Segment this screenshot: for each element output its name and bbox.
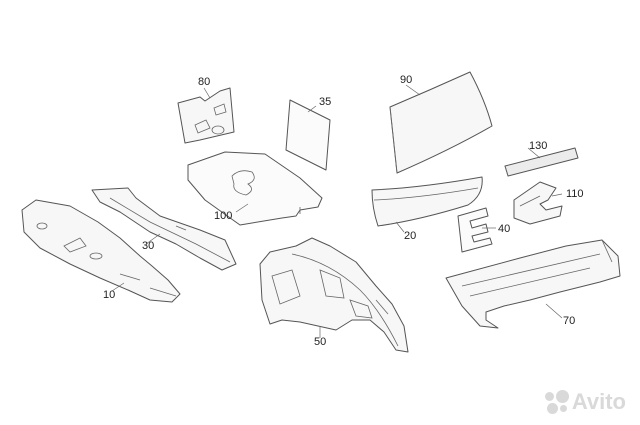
part-20	[371, 176, 483, 227]
leader-35	[307, 105, 317, 113]
part-70	[445, 239, 621, 329]
callout-100: 100	[214, 210, 233, 222]
part-100	[187, 151, 323, 226]
leader-70	[545, 303, 563, 319]
callout-130: 130	[529, 140, 548, 152]
callout-30: 30	[142, 240, 155, 252]
leader-90	[405, 84, 421, 96]
part-40	[457, 207, 493, 253]
leader-20	[395, 221, 405, 233]
part-10	[21, 199, 181, 303]
leader-80	[203, 87, 211, 99]
leader-130	[527, 147, 541, 159]
avito-logo-icon	[544, 390, 569, 414]
callout-40: 40	[498, 223, 511, 235]
callout-90: 90	[400, 74, 413, 86]
part-80	[177, 87, 235, 144]
leader-10	[111, 282, 125, 292]
part-110	[513, 181, 563, 225]
part-130	[504, 147, 579, 177]
callout-70: 70	[563, 315, 576, 327]
callout-10: 10	[103, 289, 116, 301]
callout-80: 80	[198, 76, 211, 88]
callout-35: 35	[319, 96, 332, 108]
part-50	[259, 237, 409, 353]
callout-50: 50	[314, 336, 327, 348]
part-30	[91, 187, 237, 271]
avito-watermark: Avito	[544, 389, 626, 415]
part-35	[285, 99, 331, 171]
callout-20: 20	[404, 230, 417, 242]
callout-110: 110	[566, 188, 584, 200]
leader-100	[235, 203, 249, 213]
leader-110	[551, 193, 563, 197]
watermark-text: Avito	[571, 389, 626, 414]
leader-30	[145, 233, 161, 245]
part-90	[389, 71, 493, 174]
